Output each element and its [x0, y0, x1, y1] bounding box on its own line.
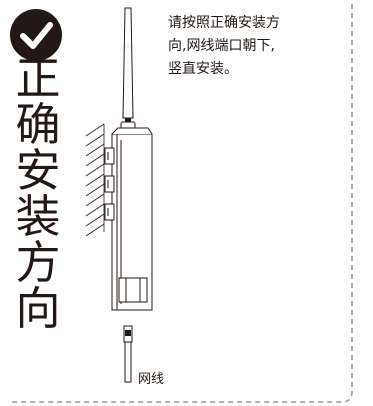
wall-bracket — [104, 147, 115, 221]
title-char: 方 — [15, 236, 61, 289]
title-char: 装 — [15, 190, 61, 243]
check-circle-icon — [10, 9, 62, 61]
note-line: 向,网线端口朝下, — [168, 38, 275, 54]
network-cable — [123, 325, 133, 383]
cable-label: 网线 — [138, 372, 165, 387]
note-line: 请按照正确安装方 — [168, 15, 280, 31]
installation-note: 请按照正确安装方 向,网线端口朝下, 竖直安装。 — [168, 12, 344, 81]
access-point-body — [111, 127, 153, 311]
title-char: 正 — [15, 52, 61, 105]
antenna — [120, 7, 136, 133]
note-line: 竖直安装。 — [168, 61, 238, 77]
dashed-frame — [8, 4, 353, 403]
title-char: 向 — [15, 282, 61, 335]
vertical-title: 正 确 安 装 方 向 — [4, 56, 72, 332]
title-char: 安 — [15, 144, 61, 197]
wall-hatching — [85, 123, 105, 237]
title-char: 确 — [15, 98, 61, 151]
